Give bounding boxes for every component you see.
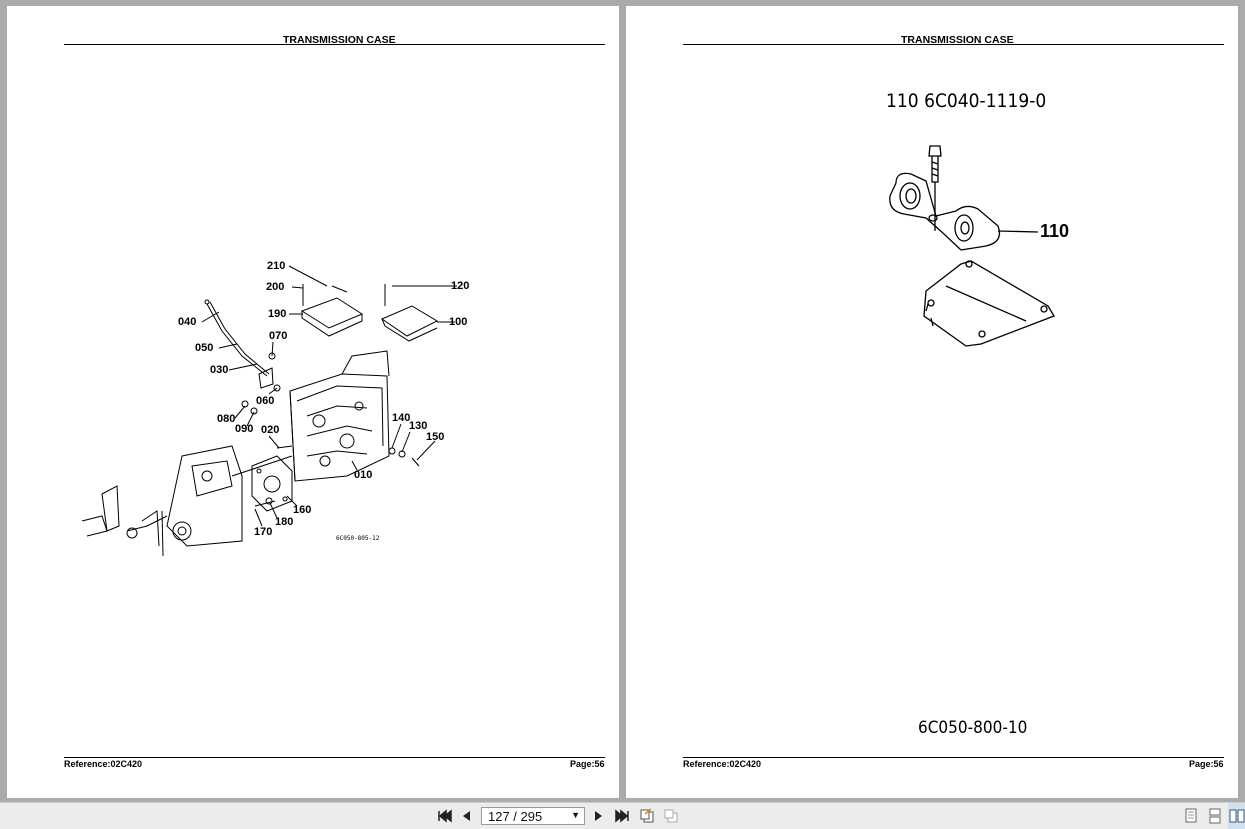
drawing-code: 6C050-800-10 (918, 718, 1028, 738)
part-label: 090 (235, 423, 254, 435)
part-label: 150 (426, 431, 445, 443)
reference-label: Reference:02C420 (64, 759, 143, 769)
next-page-button[interactable] (591, 803, 607, 829)
last-page-button[interactable] (613, 803, 631, 829)
part-label: 080 (217, 413, 236, 425)
prev-page-button[interactable] (458, 803, 474, 829)
drawing-code: 6C050-805-12 (336, 535, 380, 542)
footer-rule (683, 757, 1224, 758)
part-label: 100 (449, 316, 468, 328)
part-label: 170 (254, 526, 273, 538)
part-label: 120 (451, 280, 470, 292)
part-label: 210 (267, 260, 286, 272)
right-page: TRANSMISSION CASE 110 6C040-1119-0 (626, 6, 1238, 798)
continuous-view-button[interactable] (1206, 803, 1224, 829)
insert-pages-icon (664, 809, 678, 823)
first-page-icon (438, 809, 452, 823)
continuous-view-icon (1209, 808, 1221, 824)
part-label: 030 (210, 364, 229, 376)
part-number-title: 110 6C040-1119-0 (886, 90, 1047, 112)
part-label: 040 (178, 316, 197, 328)
single-page-view-button[interactable] (1182, 803, 1200, 829)
extract-pages-icon (640, 808, 654, 823)
navigation-toolbar: 127 / 295 ▼ (0, 802, 1245, 829)
page-header: TRANSMISSION CASE (283, 34, 396, 46)
single-page-view-icon (1185, 808, 1197, 823)
page-header: TRANSMISSION CASE (901, 34, 1014, 46)
header-rule (683, 44, 1224, 45)
part-label: 060 (256, 395, 275, 407)
header-rule (64, 44, 605, 45)
extract-pages-button[interactable] (638, 803, 656, 829)
page-number-label: Page:56 (1189, 759, 1224, 769)
footer-rule (64, 757, 605, 758)
page-number-label: Page:56 (570, 759, 605, 769)
part-label: 010 (354, 469, 373, 481)
chevron-down-icon[interactable]: ▼ (571, 810, 580, 820)
last-page-icon (615, 809, 629, 823)
reference-label: Reference:02C420 (683, 759, 762, 769)
first-page-button[interactable] (436, 803, 454, 829)
part-label: 180 (275, 516, 294, 528)
part-label: 070 (269, 330, 288, 342)
part-label: 200 (266, 281, 285, 293)
part-label: 020 (261, 424, 280, 436)
part-label: 190 (268, 308, 287, 320)
insert-pages-button[interactable] (662, 803, 680, 829)
left-page: TRANSMISSION CASE (7, 6, 619, 798)
page-number-input[interactable]: 127 / 295 ▼ (481, 807, 585, 825)
prev-page-icon (463, 811, 470, 821)
part-label: 140 (392, 412, 411, 424)
next-page-icon (595, 811, 602, 821)
part-label: 130 (409, 420, 428, 432)
transmission-case-diagram (81, 265, 457, 557)
page-indicator: 127 / 295 (488, 808, 543, 824)
part-label: 160 (293, 504, 312, 516)
part-label: 050 (195, 342, 214, 354)
bracket-diagram (889, 145, 1055, 347)
callout-label: 110 (1040, 221, 1070, 241)
facing-view-button[interactable] (1228, 803, 1245, 829)
facing-view-icon (1229, 809, 1245, 823)
